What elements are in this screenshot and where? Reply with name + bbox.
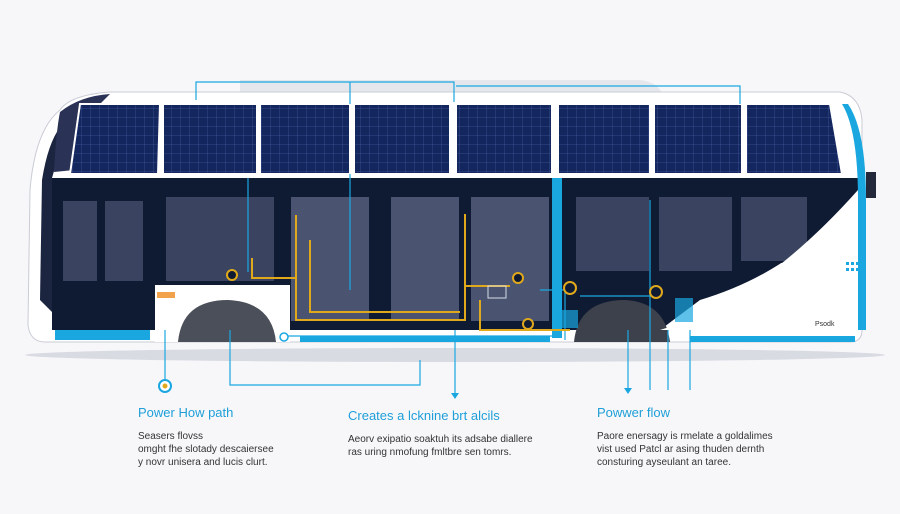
power-node — [226, 269, 238, 281]
label-line: Paore enersagy is rmelate a goldalimes — [597, 431, 773, 442]
solar-panel — [68, 103, 162, 175]
label-power-path: Power How path Seasers flovss omght fhe … — [138, 405, 274, 469]
label-power-flow: Powwer flow Paore enersagy is rmelate a … — [597, 405, 773, 469]
label-line: Aeorv exipatio soaktuh its adsabe dialle… — [348, 434, 533, 445]
solar-panel — [162, 103, 258, 175]
label-title: Power How path — [138, 405, 234, 420]
orange-marker — [157, 292, 175, 298]
windshield — [40, 118, 70, 312]
label-title: Creates a lcknine brt alcils — [348, 408, 500, 423]
rear-badge: Psodk — [815, 321, 835, 328]
label-title: Powwer flow — [597, 405, 670, 420]
rear-body-panel — [660, 190, 862, 330]
source-node-inner — [162, 383, 168, 389]
power-node — [649, 285, 663, 299]
label-line: ras uring nmofung fmltbre sen tomrs. — [348, 447, 512, 458]
solar-panel — [353, 103, 451, 175]
info-screen — [675, 298, 693, 322]
power-node — [279, 332, 289, 342]
label-line: vist used Patcl ar asing thuden dernth — [597, 444, 765, 455]
wire-lines — [164, 81, 741, 395]
rear-wheel — [574, 300, 670, 342]
solar-panel — [557, 103, 651, 175]
label-line: omght fhe slotady descaiersee — [138, 444, 274, 455]
arrow-down-icon — [624, 388, 632, 394]
solar-panel — [455, 103, 553, 175]
front-wheel — [178, 300, 276, 342]
power-node — [563, 281, 577, 295]
solar-panel — [745, 103, 844, 175]
label-line: consturing ayseulant an taree. — [597, 457, 731, 468]
front-light — [846, 262, 859, 271]
info-screens — [487, 285, 693, 328]
flow-arrows — [451, 388, 632, 399]
solar-panels — [68, 103, 844, 175]
window-panes — [61, 195, 809, 323]
label-line: Seasers flovss — [138, 431, 204, 442]
front-roof-cap — [54, 94, 110, 172]
label-creates: Creates a lcknine brt alcils Aeorv exipa… — [348, 408, 533, 459]
label-line: y novr unisera and lucis clurt. — [138, 457, 268, 468]
info-screen — [556, 310, 578, 328]
flow-nodes — [226, 269, 663, 330]
power-lines — [251, 214, 570, 331]
power-node — [522, 318, 534, 330]
arrow-down-icon — [451, 393, 459, 399]
solar-panel — [653, 103, 743, 175]
mirror — [866, 172, 876, 198]
power-node — [512, 272, 524, 284]
info-screen — [487, 285, 507, 299]
solar-panel — [259, 103, 351, 175]
blue-accents — [55, 104, 866, 342]
